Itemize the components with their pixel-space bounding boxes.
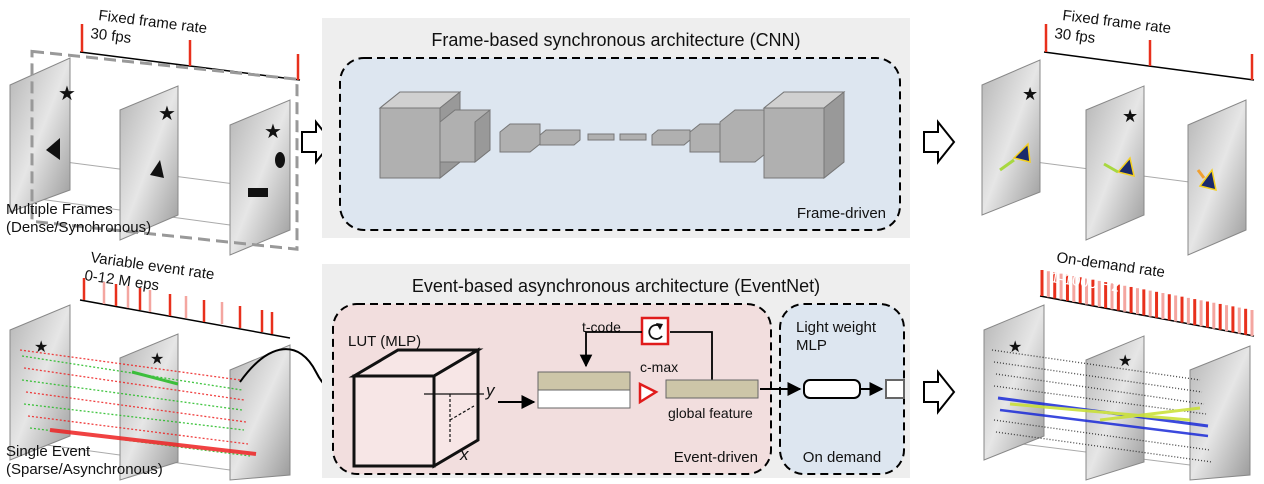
cnn-panel: Frame-based synchronous architecture (CN… [322,18,910,238]
frame-image [119,85,179,241]
lut-cube-icon [348,347,484,469]
lut-axis-y-label: y [485,381,496,400]
shape-icon: ★ [1122,106,1138,126]
frame-image [119,333,179,481]
bottom-input-events: Variable event rate 0-12 M eps [6,249,291,481]
detection-marker-icon [1116,156,1135,178]
frame-image [1189,345,1251,481]
frame-image [229,99,291,256]
detection-marker-icon [1012,142,1031,163]
frame-selection-box [30,49,299,251]
frame-image [9,304,71,461]
mlp-hidden-block [803,379,861,399]
frame-image [229,344,291,481]
cmax-label: c-max [640,359,678,375]
shape-icon: ★ [58,83,76,105]
frame-image [1187,99,1247,256]
event-rate-marks [82,278,274,334]
frame-image [1085,85,1145,241]
shape-icon: ★ [1118,353,1132,370]
recurrence-arrowhead [656,323,663,330]
feature-table-top [537,371,631,391]
motion-vector [999,158,1015,172]
shape-icon: ★ [34,339,48,356]
tcode-return-path [579,331,642,368]
global-feature-bar [665,379,759,399]
cnn-inner-panel [339,57,901,231]
eventnet-panel: Event-based asynchronous architecture (E… [322,264,910,478]
cmax-operator-icon [638,381,659,405]
motion-vector [1103,162,1119,174]
mlp-label-line2: MLP [796,337,827,354]
tcode-feedback-path [670,331,713,380]
tcode-box [640,316,670,346]
shape-icon: ★ [158,103,176,125]
frame-image [9,57,71,213]
mlp-output-block [885,379,905,399]
shape-icon: ★ [1022,84,1038,104]
on-demand-tag: On demand [803,449,881,466]
event-driven-tag: Event-driven [674,449,758,466]
output-event-trajectories [991,349,1213,463]
recurrence-icon [648,324,663,340]
top-input-frames: Fixed frame rate 30 fps ★ ★ ★ Multiple F… [6,7,301,256]
frame-driven-tag: Frame-driven [797,205,886,222]
top-input-rate-line2: 30 fps [90,25,133,47]
top-output-frames: Fixed frame rate 30 fps ★ ★ [981,7,1255,256]
shape-icon [275,152,285,168]
rate-axis-line [1039,295,1255,337]
shape-icon: ★ [264,121,282,143]
shape-icon [46,138,60,160]
shape-icon [150,160,164,178]
on-demand-rate-marks [1040,270,1254,336]
frame-image [981,59,1041,216]
bottom-input-caption-line2: (Sparse/Asynchronous) [6,461,163,478]
frame-image [1085,335,1145,481]
top-output-rate-line2: 30 fps [1054,25,1097,47]
bottom-output-events: On-demand rate 1-1000 Hz ★ ★ [983,249,1255,481]
eventnet-panel-title: Event-based asynchronous architecture (E… [412,276,820,296]
flow-arrow-icon [923,119,956,165]
top-input-caption-line1: Multiple Frames [6,201,113,218]
motion-vector [1196,169,1206,179]
frame-image [983,304,1045,461]
flow-arrow-icon [923,369,956,415]
lut-label: LUT (MLP) [348,333,421,350]
shape-icon: ★ [150,351,164,368]
event-trajectories [19,349,257,457]
bottom-input-caption-line1: Single Event [6,443,91,460]
lut-axis-x-label: x [459,445,469,464]
detection-marker-icon [1198,168,1217,192]
shape-icon: ★ [1008,339,1022,356]
cnn-encoder-decoder-icon [378,90,846,180]
top-input-caption-line2: (Dense/Synchronous) [6,219,151,236]
global-feature-label: global feature [668,405,753,421]
feature-table-bottom [537,389,631,409]
tcode-label: t-code [582,319,621,335]
rate-axis-line [79,299,291,339]
cnn-panel-title: Frame-based synchronous architecture (CN… [431,30,800,50]
shape-icon [248,188,268,197]
mlp-label-line1: Light weight [796,319,877,336]
